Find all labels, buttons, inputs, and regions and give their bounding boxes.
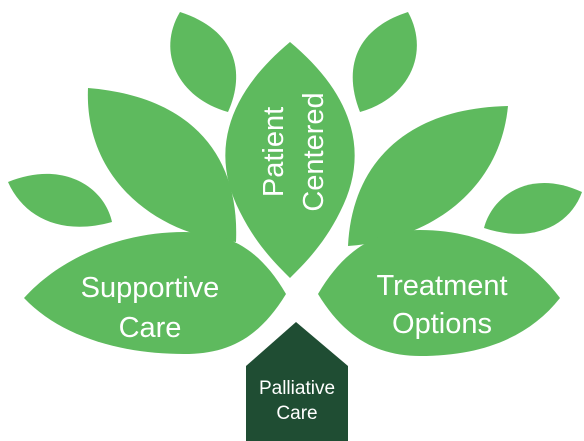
patient-centered-label-group: Patient Centered (258, 92, 330, 211)
leaf-far-left-small (8, 173, 112, 227)
leaf-left-large (87, 88, 237, 242)
treatment-options-label-line1: Treatment (376, 270, 507, 302)
leaf-far-right-small (484, 182, 582, 234)
palliative-care-label-line1: Palliative (259, 378, 335, 399)
leaf-top-right-small (352, 12, 417, 112)
leaf-supportive-care (24, 232, 286, 354)
leaf-top-left-small (170, 12, 237, 112)
center-label-line1: Patient (258, 107, 290, 197)
supportive-care-label-line1: Supportive (81, 272, 220, 304)
leaf-patient-centered (225, 42, 355, 278)
palliative-care-label-line2: Care (276, 403, 317, 424)
center-label-line2: Centered (298, 92, 330, 211)
supportive-care-label-line2: Care (119, 312, 182, 344)
leaf-right-large (348, 106, 508, 246)
leaf-treatment-options (318, 230, 560, 356)
treatment-options-label-line2: Options (392, 308, 492, 340)
trunk-palliative-care (246, 322, 348, 441)
